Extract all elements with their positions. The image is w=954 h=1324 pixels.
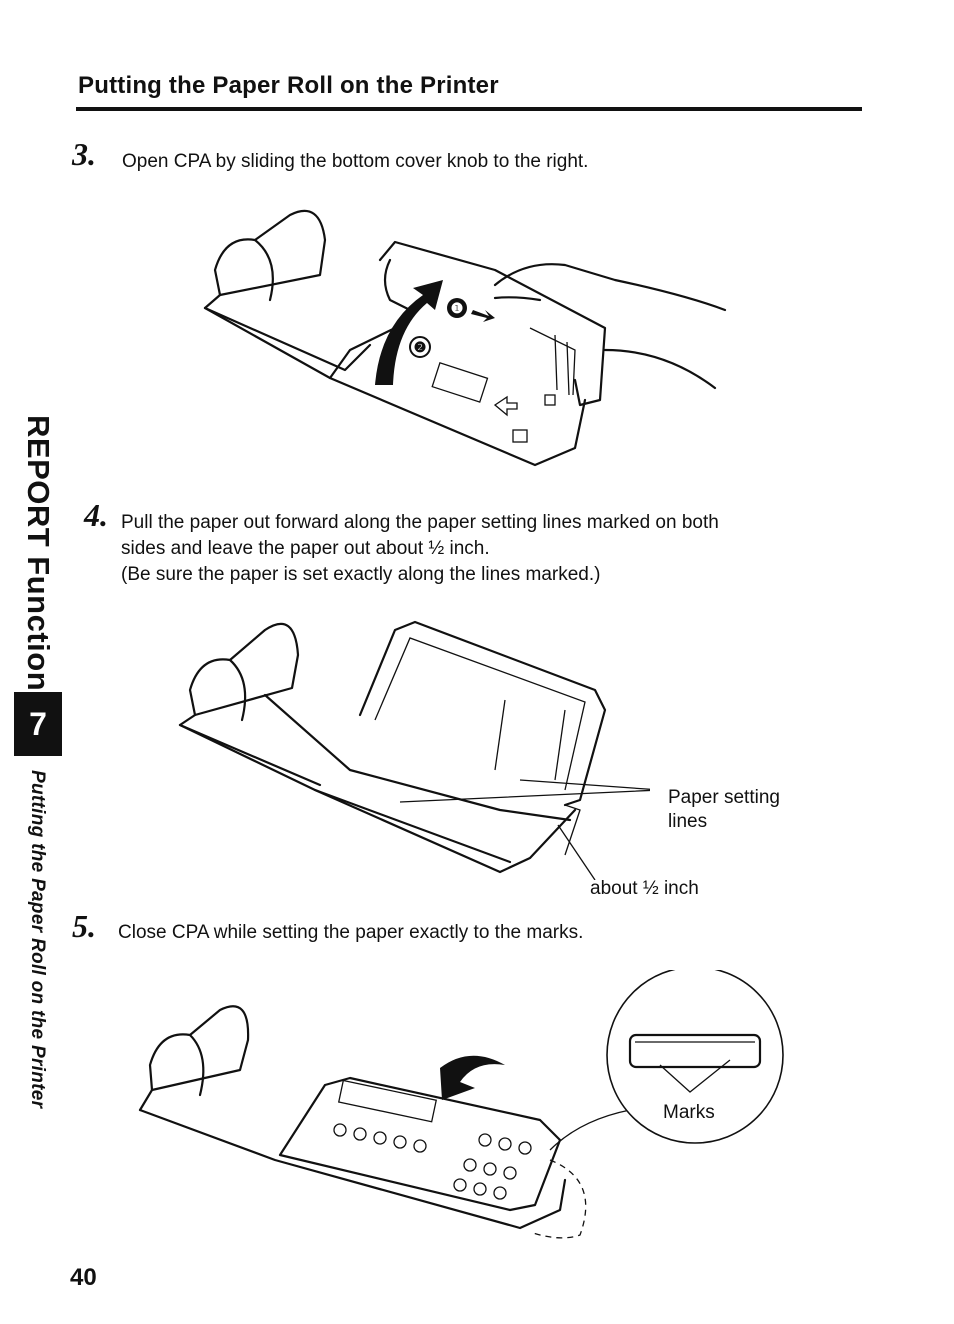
step-4-number: 4. (84, 497, 108, 533)
step-5-text: Close CPA while setting the paper exactl… (118, 922, 584, 943)
figure-pull-paper (178, 620, 650, 880)
step-4-line-3: (Be sure the paper is set exactly along … (121, 564, 601, 585)
label-paper-setting-lines-2: lines (668, 811, 708, 832)
figure-close-cpa (138, 970, 784, 1239)
label-paper-setting-lines: Paper setting lines (668, 786, 780, 834)
figure-open-cpa: ❶ ❷ (203, 209, 727, 467)
chapter-number-badge: 7 (14, 692, 62, 756)
label-paper-setting-lines-1: Paper setting (668, 787, 780, 808)
callout-1: ❶ (451, 300, 464, 316)
chapter-side-title: REPORT Function (21, 415, 56, 692)
step-5-number: 5. (72, 908, 96, 944)
label-about-half-inch: about ½ inch (590, 878, 699, 899)
callout-2: ❷ (414, 339, 427, 355)
label-marks: Marks (663, 1102, 715, 1123)
page-number: 40 (70, 1264, 97, 1291)
title-rule (76, 107, 862, 111)
step-4-line-1: Pull the paper out forward along the pap… (121, 512, 719, 533)
step-3-number: 3. (72, 136, 96, 172)
section-side-title: Putting the Paper Roll on the Printer (27, 770, 48, 1109)
step-3-text: Open CPA by sliding the bottom cover kno… (122, 151, 589, 172)
page-title: Putting the Paper Roll on the Printer (78, 72, 499, 99)
step-4-text: Pull the paper out forward along the pap… (121, 510, 719, 588)
step-4-line-2: sides and leave the paper out about ½ in… (121, 538, 490, 559)
